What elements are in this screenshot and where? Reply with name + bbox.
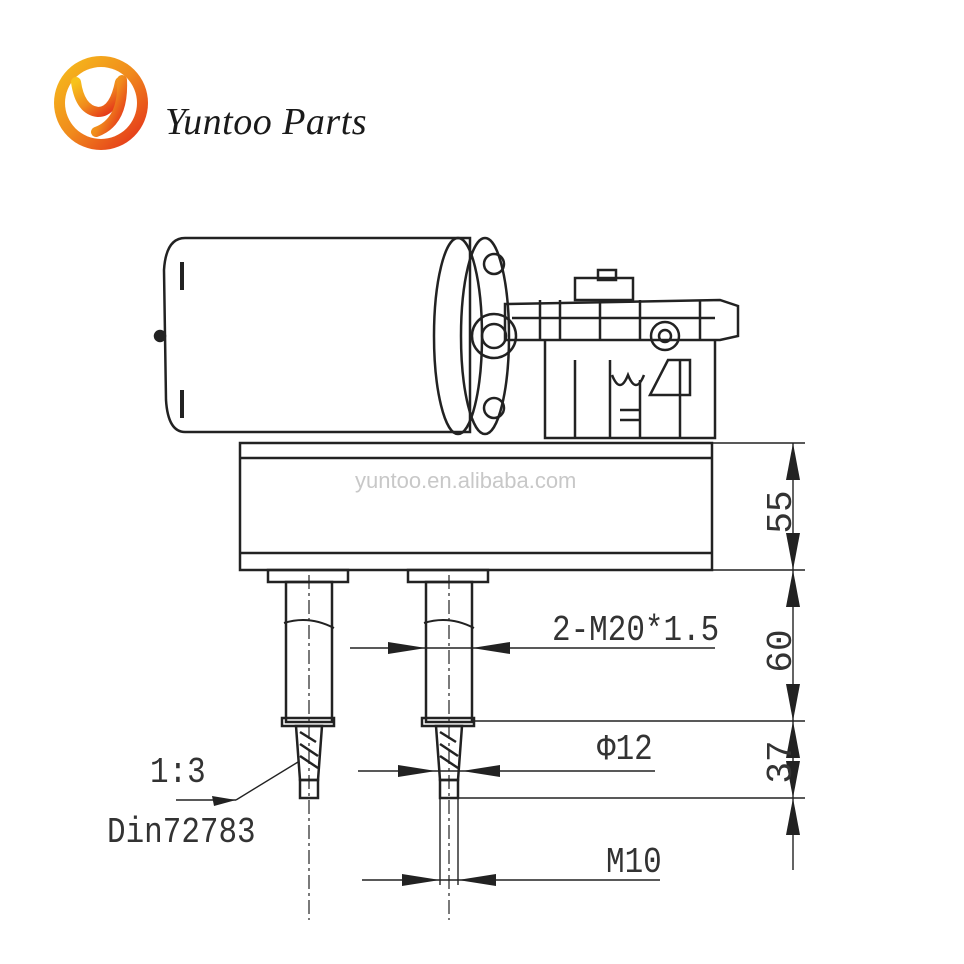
shaft-length-label: 60 [761, 629, 802, 673]
shaft-diameter-label: Φ12 [597, 729, 653, 770]
yuntoo-logo-icon [50, 52, 152, 154]
right-shaft [406, 568, 490, 800]
base-height-label: 55 [761, 490, 802, 534]
dimension-lines [176, 442, 805, 885]
gearbox [503, 268, 740, 440]
tip-thread-label: M10 [606, 842, 662, 883]
tip-length-label: 37 [761, 740, 802, 784]
thread-label: 2-M20*1.5 [552, 610, 720, 651]
taper-label: 1:3 [150, 752, 206, 793]
standard-label: Din72783 [107, 812, 256, 853]
left-shaft [266, 568, 350, 800]
watermark: yuntoo.en.alibaba.com [355, 468, 577, 493]
brand-name: Yuntoo Parts [165, 101, 368, 143]
motor-body [153, 236, 518, 436]
base-block [238, 441, 714, 572]
center-lines [308, 575, 450, 920]
arrowheads [212, 443, 800, 886]
